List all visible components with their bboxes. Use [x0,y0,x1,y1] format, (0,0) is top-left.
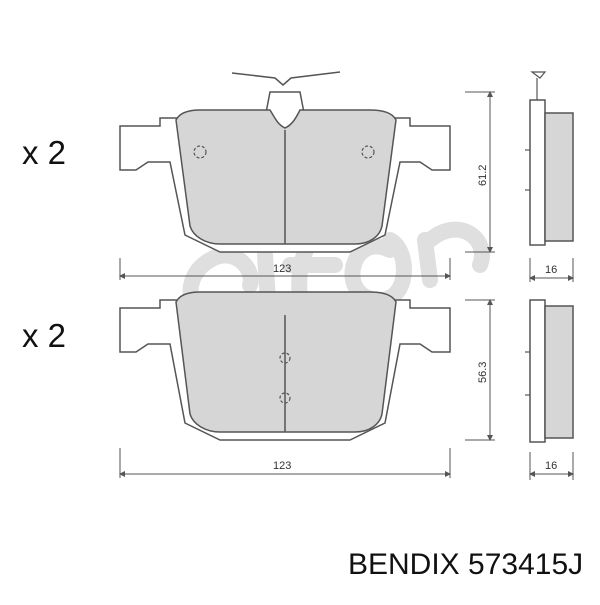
top-quantity-label: x 2 [22,134,67,171]
bottom-friction-material [175,291,397,433]
bottom-thickness-label: 16 [545,460,557,472]
bottom-width-label: 123 [273,460,291,472]
top-thickness-dimension: 16 [529,258,574,282]
bottom-pad-side [525,299,574,443]
top-friction-material [175,109,397,245]
bottom-pad-front [119,291,451,441]
top-pin-right [361,145,375,159]
bottom-pin-lower [279,392,291,404]
top-width-dimension: 123 [119,258,451,280]
bottom-height-label: 56.3 [477,362,489,383]
part-caption: BENDIX 573415J [348,548,584,581]
top-pin-left [193,145,207,159]
bottom-quantity-label: x 2 [22,317,67,354]
bottom-height-dimension: 56.3 [465,299,495,441]
top-width-label: 123 [273,263,291,275]
top-pad-side [525,71,574,246]
top-height-dimension: 61.2 [465,91,495,253]
top-pad-front [119,71,451,253]
top-height-label: 61.2 [477,165,489,186]
top-thickness-label: 16 [545,264,557,276]
bottom-thickness-dimension: 16 [529,452,574,480]
bottom-width-dimension: 123 [119,448,451,478]
bottom-pin-upper [279,352,291,364]
wear-indicator-clip [231,71,341,86]
